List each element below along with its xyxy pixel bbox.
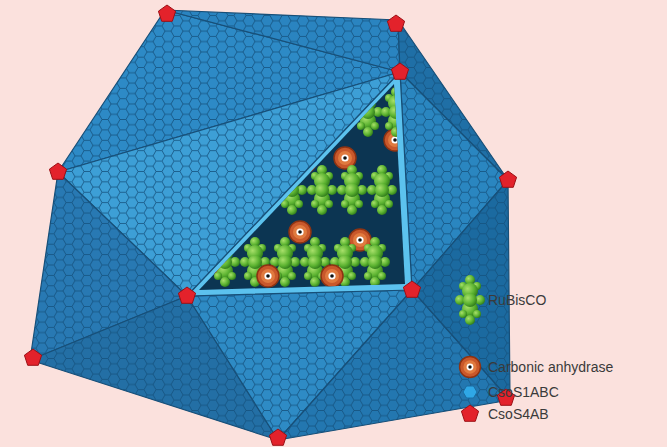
shell-faces <box>30 10 510 440</box>
pentagon-sample <box>461 405 478 421</box>
hexagon-sample <box>463 386 477 398</box>
vertex-pentamers <box>24 5 516 445</box>
carbonic-anhydrase-sample <box>460 357 481 378</box>
interior-contents <box>204 87 411 287</box>
cut-rim <box>187 72 412 296</box>
legend-text: CsoS4AB <box>488 406 549 422</box>
legend-samples <box>455 275 485 421</box>
rubisco-sample <box>455 275 485 325</box>
legend-text: RuBisCO <box>488 292 546 308</box>
legend-text: CsoS1ABC <box>488 384 559 400</box>
legend-entry: Carbonic anhydrase <box>488 359 613 375</box>
legend-entry: CsoS4AB <box>488 406 549 422</box>
legend-entry: RuBisCO <box>488 292 546 308</box>
cut-interior <box>199 84 405 290</box>
hexagon-tiles <box>30 10 510 440</box>
legend-text: Carbonic anhydrase <box>488 359 613 375</box>
legend-entry: CsoS1ABC <box>488 384 559 400</box>
